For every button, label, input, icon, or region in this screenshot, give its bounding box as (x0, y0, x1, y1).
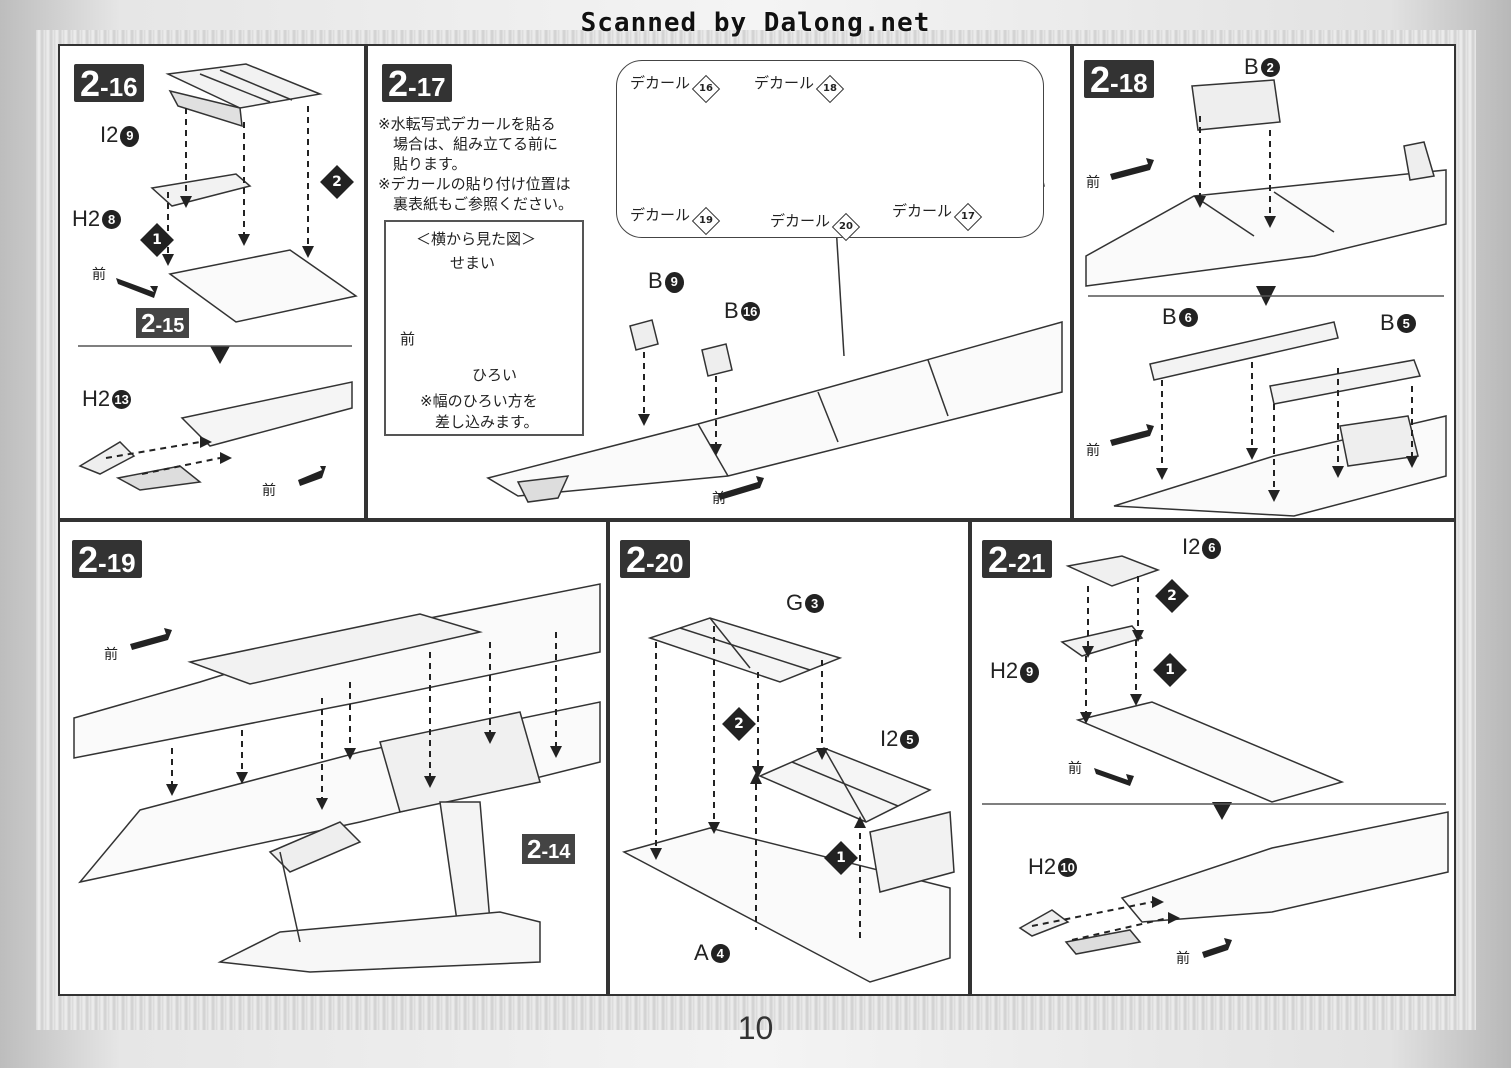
reference-step-2-14: 2-14 (522, 834, 576, 864)
side-view-inset (384, 220, 584, 436)
front-direction-label: 前 (400, 330, 416, 348)
page-number: 10 (737, 1010, 774, 1046)
step-2-19-illustration (73, 583, 601, 973)
front-direction-label: 前 (1176, 951, 1190, 967)
step-2-20-illustration (621, 617, 955, 983)
step-number-2-18: 2-18 (1084, 60, 1154, 98)
front-direction-label: 前 (1068, 761, 1082, 777)
front-direction-label: 前 (92, 267, 106, 283)
sequence-marker-2: 2 (1155, 579, 1189, 613)
step-2-18-illustration (1085, 79, 1447, 517)
panel-step-2-19: 2-19 前 2-14 (58, 520, 608, 996)
sequence-marker-1: 1 (1153, 653, 1187, 687)
step-2-21-illustration (982, 555, 1449, 958)
step-number-2-19: 2-19 (72, 540, 142, 578)
side-view-note: ※幅のひろい方を 差し込みます。 (420, 392, 539, 431)
sequence-marker-1: 1 (824, 841, 858, 875)
sequence-marker-2: 2 (722, 707, 756, 741)
front-direction-label: 前 (104, 647, 118, 663)
front-direction-label: 前 (712, 491, 726, 507)
front-direction-label: 前 (1086, 443, 1100, 459)
side-view-wide-label: ひろい (472, 366, 518, 384)
sequence-marker-1: 1 (140, 223, 174, 257)
front-direction-label: 前 (262, 483, 276, 499)
step-2-16-illustration (78, 63, 358, 491)
scan-watermark: Scanned by Dalong.net (580, 8, 931, 38)
decal-instruction-note: ※水転写式デカールを貼る 場合は、組み立てる前に 貼ります。 ※デカールの貼り付… (378, 115, 574, 213)
front-direction-label: 前 (1086, 175, 1100, 191)
step-number-2-21: 2-21 (982, 540, 1052, 578)
panel-step-2-17: 2-17 ※水転写式デカールを貼る 場合は、組み立てる前に 貼ります。 ※デカー… (366, 44, 1072, 520)
side-view-narrow-label: せまい (450, 254, 496, 272)
step-number-2-20: 2-20 (620, 540, 690, 578)
side-view-title: ＜横から見た図＞ (416, 230, 537, 248)
step-number-2-17: 2-17 (382, 64, 452, 102)
step-number-2-16: 2-16 (74, 64, 144, 102)
sequence-marker-2: 2 (320, 165, 354, 199)
reference-step-2-15: 2-15 (136, 308, 190, 338)
